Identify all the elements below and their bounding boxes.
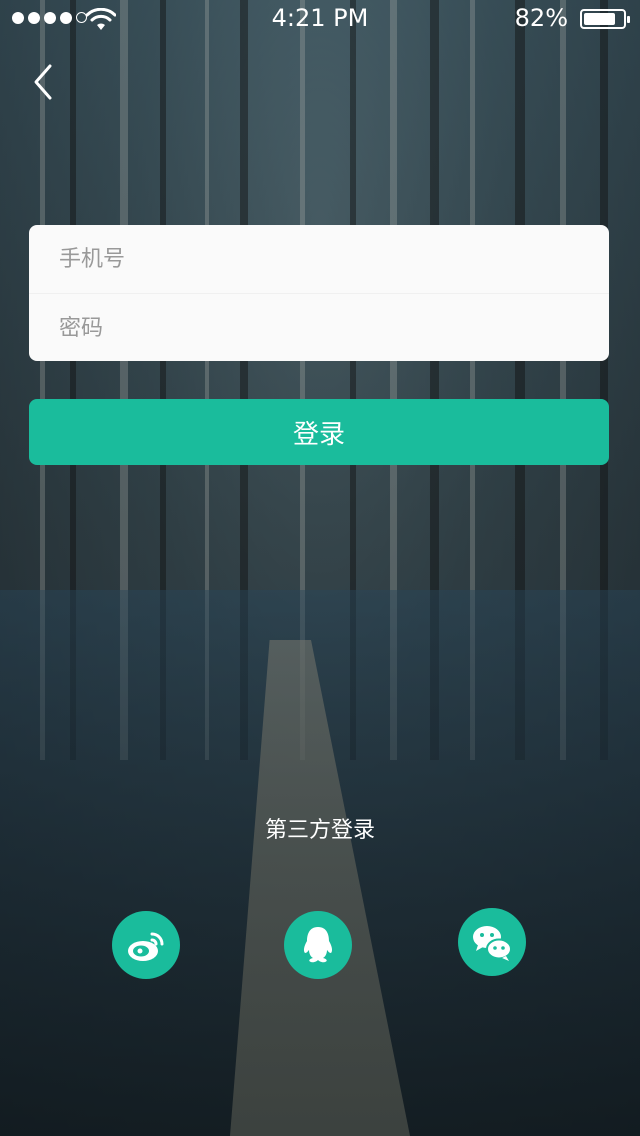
qq-login-button[interactable]: [284, 911, 352, 979]
password-input[interactable]: [57, 294, 581, 361]
weibo-icon: [128, 932, 164, 961]
back-button[interactable]: [24, 60, 64, 104]
qq-icon: [303, 927, 333, 963]
login-button[interactable]: 登录: [29, 399, 609, 465]
battery-percent: 82%: [514, 4, 568, 32]
weibo-login-button[interactable]: [112, 911, 180, 979]
wechat-login-button[interactable]: [458, 908, 526, 976]
signal-strength: [12, 12, 87, 24]
wifi-icon: [86, 8, 116, 30]
wechat-icon: [473, 926, 512, 961]
status-bar: 4:21 PM 82%: [0, 0, 640, 40]
status-time: 4:21 PM: [271, 4, 369, 32]
chevron-left-icon: [34, 64, 52, 100]
phone-field-row: [29, 225, 609, 294]
battery-icon: [580, 9, 630, 29]
login-form: [29, 225, 609, 361]
phone-input[interactable]: [57, 225, 581, 294]
third-party-login-label: 第三方登录: [264, 818, 375, 843]
password-field-row: [29, 293, 609, 361]
